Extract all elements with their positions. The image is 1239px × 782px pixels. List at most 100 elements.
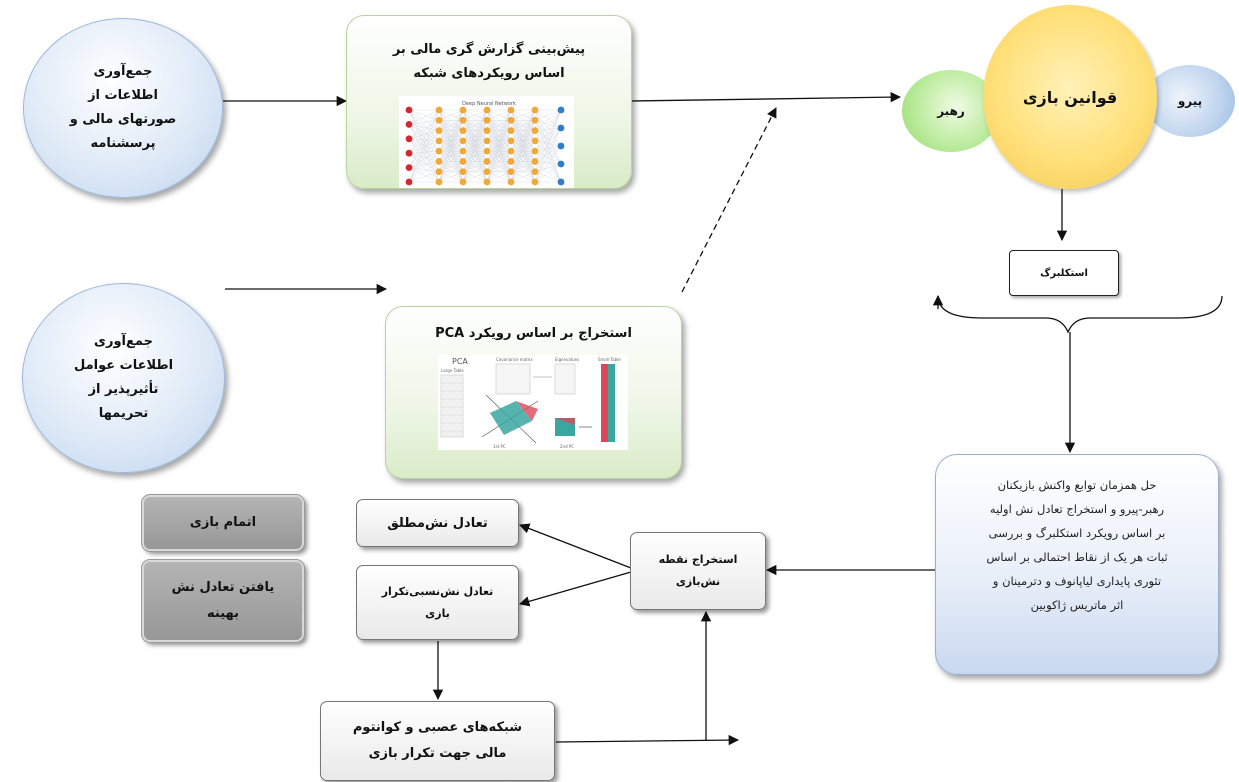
nn-node [531, 127, 539, 134]
nn-node [483, 168, 491, 176]
nn-connection [408, 109, 440, 172]
relative-nash-box: تعادل نش‌نسبی‌تکرار بازی [356, 565, 519, 640]
nn-connection [408, 130, 440, 168]
nn-connection [408, 109, 440, 162]
nn-connection [438, 151, 464, 183]
nn-connection [534, 161, 562, 183]
nn-connection [534, 163, 562, 172]
nn-node [405, 164, 413, 171]
neural-network-caption: Deep Neural Network [462, 101, 516, 107]
nn-connection [462, 109, 488, 162]
nn-connection [438, 109, 464, 141]
predict-report-title: پیش‌بینی گزارش گری مالی بر اساس رویکردها… [347, 38, 631, 86]
nn-node [507, 106, 515, 114]
nn-connection [462, 109, 488, 131]
nn-node [507, 147, 515, 155]
nn-node [435, 127, 443, 134]
collect-financial-line-2: اطلاعات از [88, 88, 158, 103]
nn-connection [510, 161, 536, 183]
nn-node [507, 158, 515, 165]
nn-connection [438, 109, 464, 121]
nn-connection [408, 130, 440, 183]
nn-connection [510, 109, 536, 152]
pca-eigenvalues-label: Eigenvalues [555, 357, 579, 362]
nn-node [435, 178, 443, 186]
nn-connection [486, 109, 512, 183]
nn-connection [534, 145, 562, 172]
nn-node [483, 178, 491, 186]
nn-connection [486, 109, 512, 172]
nn-connection [408, 138, 440, 172]
nn-connection [438, 109, 464, 131]
optimal-nash-line-1: یافتن تعادل نش [171, 580, 275, 595]
nn-connection [408, 120, 440, 139]
nn-connection [486, 109, 512, 152]
pca-projection-teal [490, 401, 532, 435]
nn-connection [408, 151, 440, 183]
nn-node [507, 178, 515, 186]
stackelberg-box: استکلبرگ [1009, 250, 1119, 296]
nn-connection [438, 130, 464, 183]
nn-connection [408, 109, 440, 131]
nn-connection [408, 109, 440, 154]
nn-connection [534, 145, 562, 183]
nn-connection [408, 153, 440, 172]
nn-node [507, 137, 515, 145]
nn-node [459, 106, 467, 114]
nn-connection [534, 109, 562, 172]
nn-connection [510, 109, 536, 162]
nn-connection [510, 109, 536, 141]
nn-connection [534, 145, 562, 162]
nn-connection [408, 130, 440, 139]
nn-connection [438, 120, 464, 183]
nn-connection [486, 109, 512, 121]
predict-report-card: پیش‌بینی گزارش گری مالی بر اساس رویکردها… [346, 15, 632, 189]
nn-connection [408, 151, 440, 154]
nn-node [459, 116, 467, 124]
arrow-extract-to-absolute [519, 523, 632, 569]
nn-connection [438, 109, 464, 152]
nn-connection [438, 161, 464, 183]
nn-connection [408, 124, 440, 131]
nn-node [531, 116, 539, 124]
nn-node [405, 106, 413, 114]
pca-card: استخراج بر اساس رویکرد PCA PCA Large Tab… [385, 306, 682, 479]
nn-connection [534, 109, 562, 165]
nn-connection [486, 109, 512, 162]
nn-node [435, 158, 443, 165]
nn-node [459, 147, 467, 155]
nn-connection [408, 120, 440, 168]
collect-financial-circle: جمع‌آوری اطلاعات از صورتهای مالی و پرسشن… [23, 18, 223, 198]
game-end-box: اتمام بازی [141, 494, 305, 552]
nn-connection [486, 140, 512, 183]
neural-network-image: Deep Neural Network [399, 96, 574, 188]
extract-nash-box: استخراج نقطه نش‌بازی [630, 532, 766, 610]
solve-reaction-functions-box: حل همزمان توابع واکنش بازیکنان رهبر-پیرو… [935, 454, 1219, 675]
nn-node [405, 149, 413, 157]
nn-connection [534, 120, 562, 183]
nn-connection [408, 138, 440, 152]
nn-connection [408, 153, 440, 183]
stackelberg-label: استکلبرگ [1040, 267, 1088, 279]
pca-small-table-teal [608, 364, 615, 442]
nn-connection [462, 171, 488, 183]
nn-connection [510, 130, 536, 183]
nn-connection [408, 120, 440, 125]
nn-node [459, 137, 467, 145]
pca-image-heading: PCA [452, 357, 468, 366]
extract-nash-line-2: نش‌بازی [675, 575, 721, 588]
nn-connection [438, 171, 464, 183]
collect-sanctions-circle: جمع‌آوری اطلاعات عوامل تأثیرپذیر از تحری… [22, 283, 225, 473]
nn-connection [486, 171, 512, 183]
pca-small-table-red [601, 364, 608, 442]
nn-connection [408, 124, 440, 141]
arrow-neural-to-right [555, 734, 740, 746]
nn-connection [462, 109, 488, 152]
nn-connection [408, 109, 440, 168]
nn-connection [534, 130, 562, 165]
nn-connection [486, 120, 512, 183]
arrow-extract-to-relative [519, 571, 632, 607]
nn-connection [510, 140, 536, 183]
nn-connection [534, 109, 562, 141]
